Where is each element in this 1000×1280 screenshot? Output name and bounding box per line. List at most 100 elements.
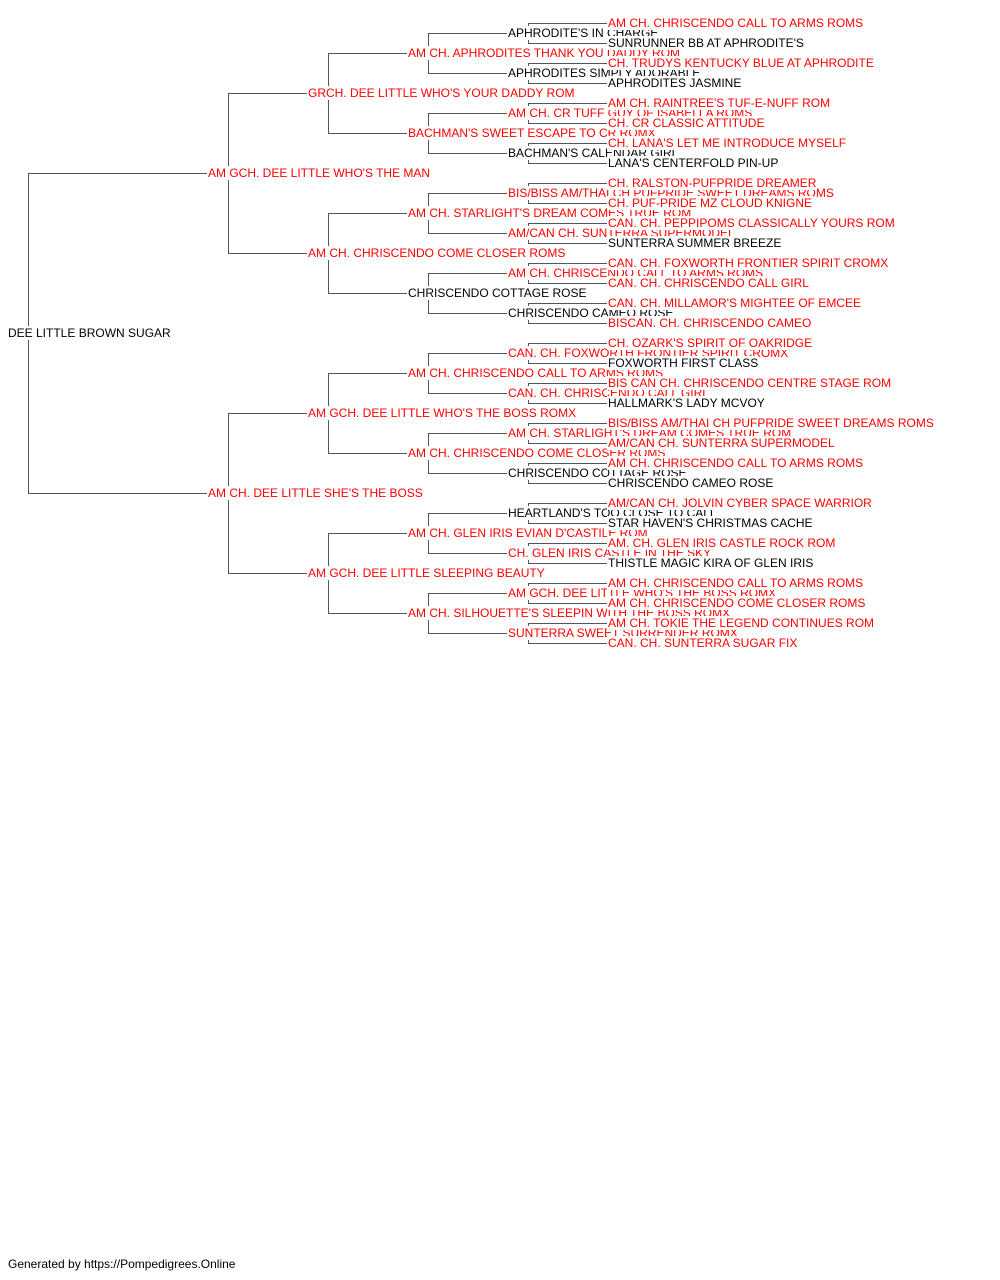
ancestor-name-gen1: AM CH. DEE LITTLE SHE'S THE BOSS (207, 486, 424, 500)
ancestor-name-gen5: AM CH. TOKIE THE LEGEND CONTINUES ROM (607, 616, 876, 630)
connector-line (528, 543, 607, 544)
connector-line (528, 243, 607, 244)
ancestor-name-gen5: BIS/BISS AM/THAI CH PUFPRIDE SWEET DREAM… (607, 416, 935, 430)
connector-line (328, 133, 407, 134)
connector-line (228, 573, 307, 574)
connector-line (528, 483, 607, 484)
footer-credit: Generated by https://Pompedigrees.Online (8, 1257, 236, 1271)
connector-line (528, 463, 607, 464)
subject-name: DEE LITTLE BROWN SUGAR (7, 326, 172, 340)
ancestor-name-gen3: BACHMAN'S SWEET ESCAPE TO CR ROMX (407, 126, 657, 140)
connector-line (428, 513, 507, 514)
ancestor-name-gen5: CH. PUF-PRIDE MZ CLOUD KNIGNE (607, 196, 814, 210)
connector-line (528, 363, 607, 364)
ancestor-name-gen5: AM CH. CHRISCENDO CALL TO ARMS ROMS (607, 576, 865, 590)
connector-line (528, 343, 607, 344)
ancestor-name-gen3: CHRISCENDO COTTAGE ROSE (407, 286, 588, 300)
connector-line (228, 93, 307, 94)
connector-line (428, 273, 507, 274)
connector-line (528, 143, 607, 144)
ancestor-name-gen5: CAN. CH. CHRISCENDO CALL GIRL (607, 276, 810, 290)
connector-line (528, 323, 607, 324)
ancestor-name-gen5: CAN. CH. MILLAMOR'S MIGHTEE OF EMCEE (607, 296, 862, 310)
connector-line (28, 493, 207, 494)
connector-line (428, 473, 507, 474)
connector-line (528, 423, 607, 424)
ancestor-name-gen5: AM CH. CHRISCENDO CALL TO ARMS ROMS (607, 456, 865, 470)
connector-line (28, 173, 207, 174)
connector-line (428, 353, 507, 354)
ancestor-name-gen2: AM GCH. DEE LITTLE WHO'S THE BOSS ROMX (307, 406, 578, 420)
connector-line (428, 73, 507, 74)
ancestor-name-gen5: AM. CH. GLEN IRIS CASTLE ROCK ROM (607, 536, 837, 550)
connector-line (428, 593, 507, 594)
ancestor-name-gen5: CHRISCENDO CAMEO ROSE (607, 476, 775, 490)
ancestor-name-gen5: LANA'S CENTERFOLD PIN-UP (607, 156, 780, 170)
connector-line (328, 533, 407, 534)
ancestor-name-gen3: AM CH. GLEN IRIS EVIAN D'CASTILE ROM (407, 526, 649, 540)
ancestor-name-gen1: AM GCH. DEE LITTLE WHO'S THE MAN (207, 166, 432, 180)
ancestor-name-gen5: HALLMARK'S LADY MCVOY (607, 396, 766, 410)
connector-line (428, 633, 507, 634)
ancestor-name-gen3: AM CH. CHRISCENDO COME CLOSER ROMS (407, 446, 667, 460)
ancestor-name-gen5: AM/CAN CH. SUNTERRA SUPERMODEL (607, 436, 836, 450)
ancestor-name-gen2: AM GCH. DEE LITTLE SLEEPING BEAUTY (307, 566, 546, 580)
connector-line (328, 293, 407, 294)
connector-line (528, 643, 607, 644)
ancestor-name-gen5: BIS CAN CH. CHRISCENDO CENTRE STAGE ROM (607, 376, 893, 390)
ancestor-name-gen5: BISCAN. CH. CHRISCENDO CAMEO (607, 316, 813, 330)
connector-line (528, 283, 607, 284)
connector-line (328, 213, 407, 214)
connector-line (428, 393, 507, 394)
ancestor-name-gen5: CAN. CH. SUNTERRA SUGAR FIX (607, 636, 799, 650)
connector-line (528, 523, 607, 524)
connector-line (528, 623, 607, 624)
ancestor-name-gen5: CH. OZARK'S SPIRIT OF OAKRIDGE (607, 336, 814, 350)
connector-line (528, 203, 607, 204)
connector-line (528, 123, 607, 124)
connector-line (428, 113, 507, 114)
ancestor-name-gen3: AM CH. CHRISCENDO CALL TO ARMS ROMS (407, 366, 665, 380)
connector-line (428, 233, 507, 234)
connector-line (428, 553, 507, 554)
connector-line (528, 303, 607, 304)
connector-line (328, 373, 407, 374)
connector-line (528, 263, 607, 264)
ancestor-name-gen5: SUNTERRA SUMMER BREEZE (607, 236, 783, 250)
ancestor-name-gen5: CAN. CH. PEPPIPOMS CLASSICALLY YOURS ROM (607, 216, 896, 230)
connector-line (528, 183, 607, 184)
ancestor-name-gen5: AM/CAN CH. JOLVIN CYBER SPACE WARRIOR (607, 496, 873, 510)
connector-line (328, 53, 407, 54)
connector-line (528, 403, 607, 404)
connector-line (528, 23, 607, 24)
connector-line (528, 83, 607, 84)
connector-line (428, 193, 507, 194)
ancestor-name-gen5: THISTLE MAGIC KIRA OF GLEN IRIS (607, 556, 815, 570)
connector-line (328, 613, 407, 614)
ancestor-name-gen5: CH. RALSTON-PUFPRIDE DREAMER (607, 176, 818, 190)
connector-line (428, 33, 507, 34)
ancestor-name-gen2: AM CH. CHRISCENDO COME CLOSER ROMS (307, 246, 567, 260)
connector-line (528, 563, 607, 564)
connector-line (528, 43, 607, 44)
ancestor-name-gen5: APHRODITES JASMINE (607, 76, 743, 90)
ancestor-name-gen5: SUNRUNNER BB AT APHRODITE'S (607, 36, 805, 50)
ancestor-name-gen5: CH. CR CLASSIC ATTITUDE (607, 116, 766, 130)
connector-line (228, 253, 307, 254)
connector-line (528, 583, 607, 584)
connector-line (528, 223, 607, 224)
ancestor-name-gen5: AM CH. RAINTREE'S TUF-E-NUFF ROM (607, 96, 832, 110)
connector-line (528, 63, 607, 64)
ancestor-name-gen5: FOXWORTH FIRST CLASS (607, 356, 760, 370)
connector-line (528, 503, 607, 504)
ancestor-name-gen5: STAR HAVEN'S CHRISTMAS CACHE (607, 516, 814, 530)
ancestor-name-gen5: CAN. CH. FOXWORTH FRONTIER SPIRIT CROMX (607, 256, 890, 270)
connector-line (528, 383, 607, 384)
connector-line (528, 103, 607, 104)
connector-line (328, 453, 407, 454)
connector-line (528, 163, 607, 164)
ancestor-name-gen5: AM CH. CHRISCENDO CALL TO ARMS ROMS (607, 16, 865, 30)
connector-line (528, 443, 607, 444)
connector-line (528, 603, 607, 604)
connector-line (228, 413, 307, 414)
